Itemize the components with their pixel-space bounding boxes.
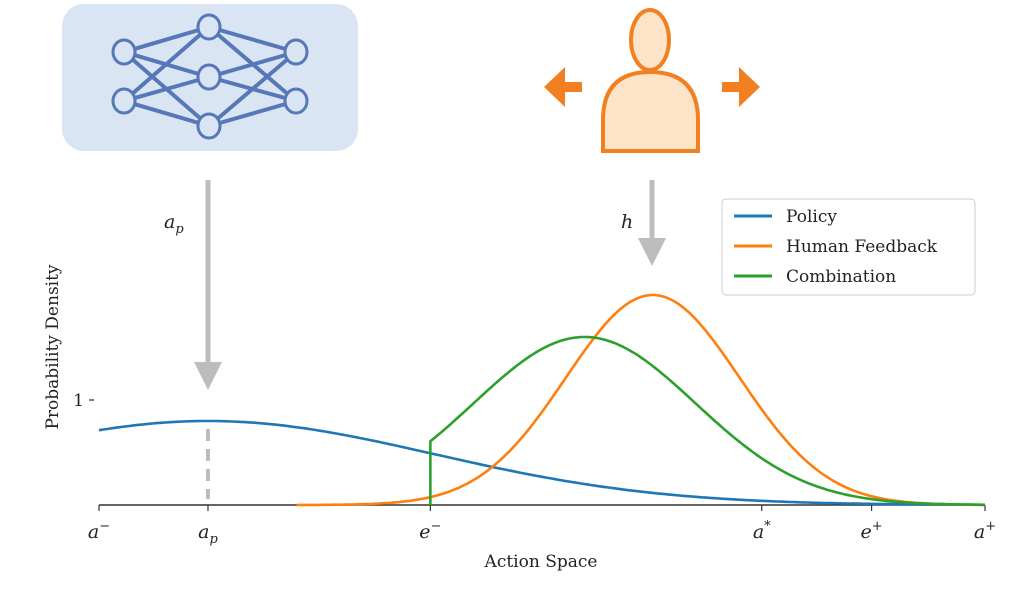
neural-network-icon: [62, 4, 358, 151]
plot-area: a− ap e− a* e+ a+ 1: [73, 293, 996, 547]
human-arrow: [638, 180, 666, 266]
policy-arrow: [194, 180, 222, 390]
x-tick-label: e−: [419, 519, 441, 543]
x-tick-label: ap: [198, 521, 218, 547]
series-line-policy: [98, 419, 985, 507]
y-axis-label: Probability Density: [43, 264, 63, 429]
x-axis-label: Action Space: [484, 552, 598, 572]
human-arrow-label: h: [621, 211, 633, 233]
legend-label-combination: Combination: [786, 267, 896, 287]
series-line-human-feedback: [296, 293, 986, 507]
series-line-combination: [429, 335, 986, 507]
x-tick-label: a−: [88, 519, 110, 543]
person-icon: [601, 8, 700, 153]
legend: Policy Human Feedback Combination: [721, 198, 976, 296]
x-tick-label: e+: [861, 519, 883, 543]
x-tick-label: a+: [974, 519, 996, 543]
arrow-right-icon: [722, 67, 760, 107]
legend-label-policy: Policy: [786, 207, 837, 227]
policy-arrow-label: ap: [164, 211, 184, 237]
arrow-left-icon: [544, 67, 582, 107]
y-tick-label: 1: [73, 391, 84, 411]
x-tick-label: a*: [753, 519, 771, 543]
legend-label-human: Human Feedback: [786, 237, 938, 257]
